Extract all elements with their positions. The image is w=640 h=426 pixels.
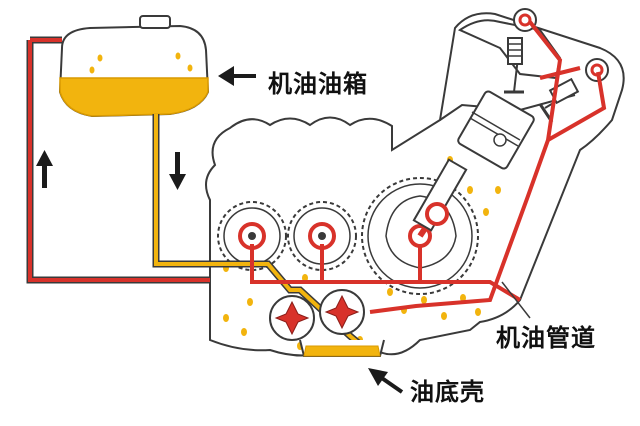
- up-arrow-icon: [36, 150, 53, 188]
- rocker-pivots: [513, 8, 609, 82]
- oil-pan: [299, 339, 385, 357]
- oil-return-line: [26, 36, 210, 284]
- intake-valve: [504, 37, 524, 94]
- oil-pressure-galleries: [250, 20, 607, 314]
- piston: [457, 90, 535, 170]
- left-arrow-icon: [218, 66, 256, 86]
- connecting-rod: [412, 158, 468, 238]
- oil-tank: [58, 15, 210, 118]
- oil-pump-right: [319, 289, 365, 335]
- down-arrow-icon: [169, 152, 186, 190]
- oil-pipe-label: 机油管道: [496, 324, 596, 352]
- pipe-pointer-line: [501, 281, 531, 319]
- oil-feed-line: [152, 114, 365, 349]
- oil-pan-label: 油底壳: [410, 378, 485, 406]
- timing-gear-middle: [287, 201, 357, 271]
- oil-pump-left: [269, 295, 315, 341]
- diagonal-arrow-icon: [368, 368, 404, 394]
- oil-tank-label: 机油油箱: [268, 70, 368, 98]
